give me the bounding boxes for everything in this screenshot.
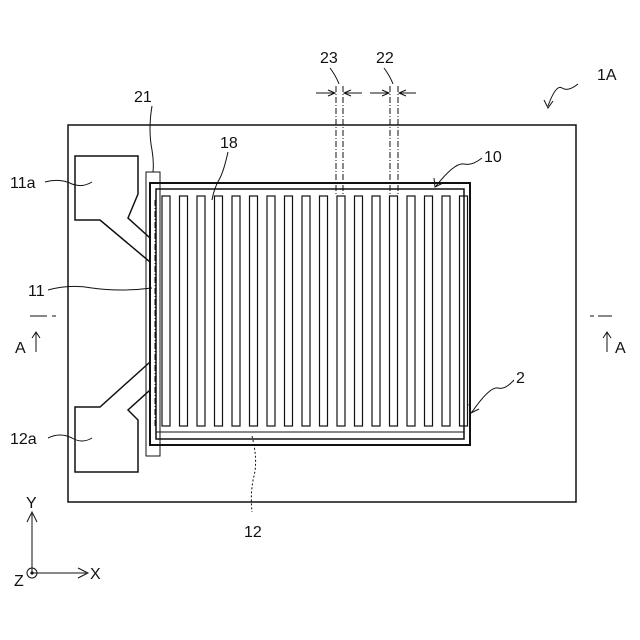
comb-finger (215, 196, 223, 426)
comb-finger (355, 196, 363, 426)
comb-finger (407, 196, 415, 426)
pad-11a (75, 156, 150, 262)
label-1a: 1A (597, 67, 617, 84)
region-21-box (146, 172, 160, 456)
comb-finger (232, 196, 240, 426)
leader-18 (212, 152, 228, 200)
comb-finger (337, 196, 345, 426)
comb-finger (372, 196, 380, 426)
leader-1a (548, 84, 578, 106)
comb-finger (320, 196, 328, 426)
label-2: 2 (516, 370, 525, 387)
section-marker-right (590, 316, 612, 352)
comb-finger (425, 196, 433, 426)
comb-finger (267, 196, 275, 426)
axis-indicator (27, 512, 88, 578)
comb-finger (197, 196, 205, 426)
comb-finger (390, 196, 398, 426)
leader-21 (150, 106, 153, 172)
leader-2 (472, 380, 514, 412)
leader-10 (436, 158, 482, 186)
leader-11 (48, 286, 152, 290)
section-marker-left (30, 316, 56, 352)
dimension-22 (370, 68, 416, 196)
label-axis-y: Y (26, 495, 37, 512)
pad-12a (75, 362, 150, 472)
comb-fingers (162, 196, 468, 426)
label-12a: 12a (10, 431, 37, 448)
leader-12a (48, 435, 92, 441)
label-12: 12 (244, 524, 262, 541)
comb-finger (302, 196, 310, 426)
dimension-23 (316, 68, 362, 196)
comb-finger (162, 196, 170, 426)
label-18: 18 (220, 135, 238, 152)
label-11a: 11a (10, 175, 36, 192)
label-21: 21 (134, 89, 152, 106)
z-axis-dot (30, 571, 33, 574)
label-22: 22 (376, 50, 394, 67)
comb-finger (285, 196, 293, 426)
label-section-left: A (15, 340, 26, 357)
label-axis-x: X (90, 566, 101, 583)
label-23: 23 (320, 50, 338, 67)
comb-finger (250, 196, 258, 426)
label-10: 10 (484, 149, 502, 166)
comb-finger (442, 196, 450, 426)
label-section-right: A (615, 340, 626, 357)
label-11: 11 (28, 283, 45, 300)
comb-finger (180, 196, 188, 426)
label-axis-z: Z (14, 573, 24, 590)
leader-12 (251, 436, 255, 512)
